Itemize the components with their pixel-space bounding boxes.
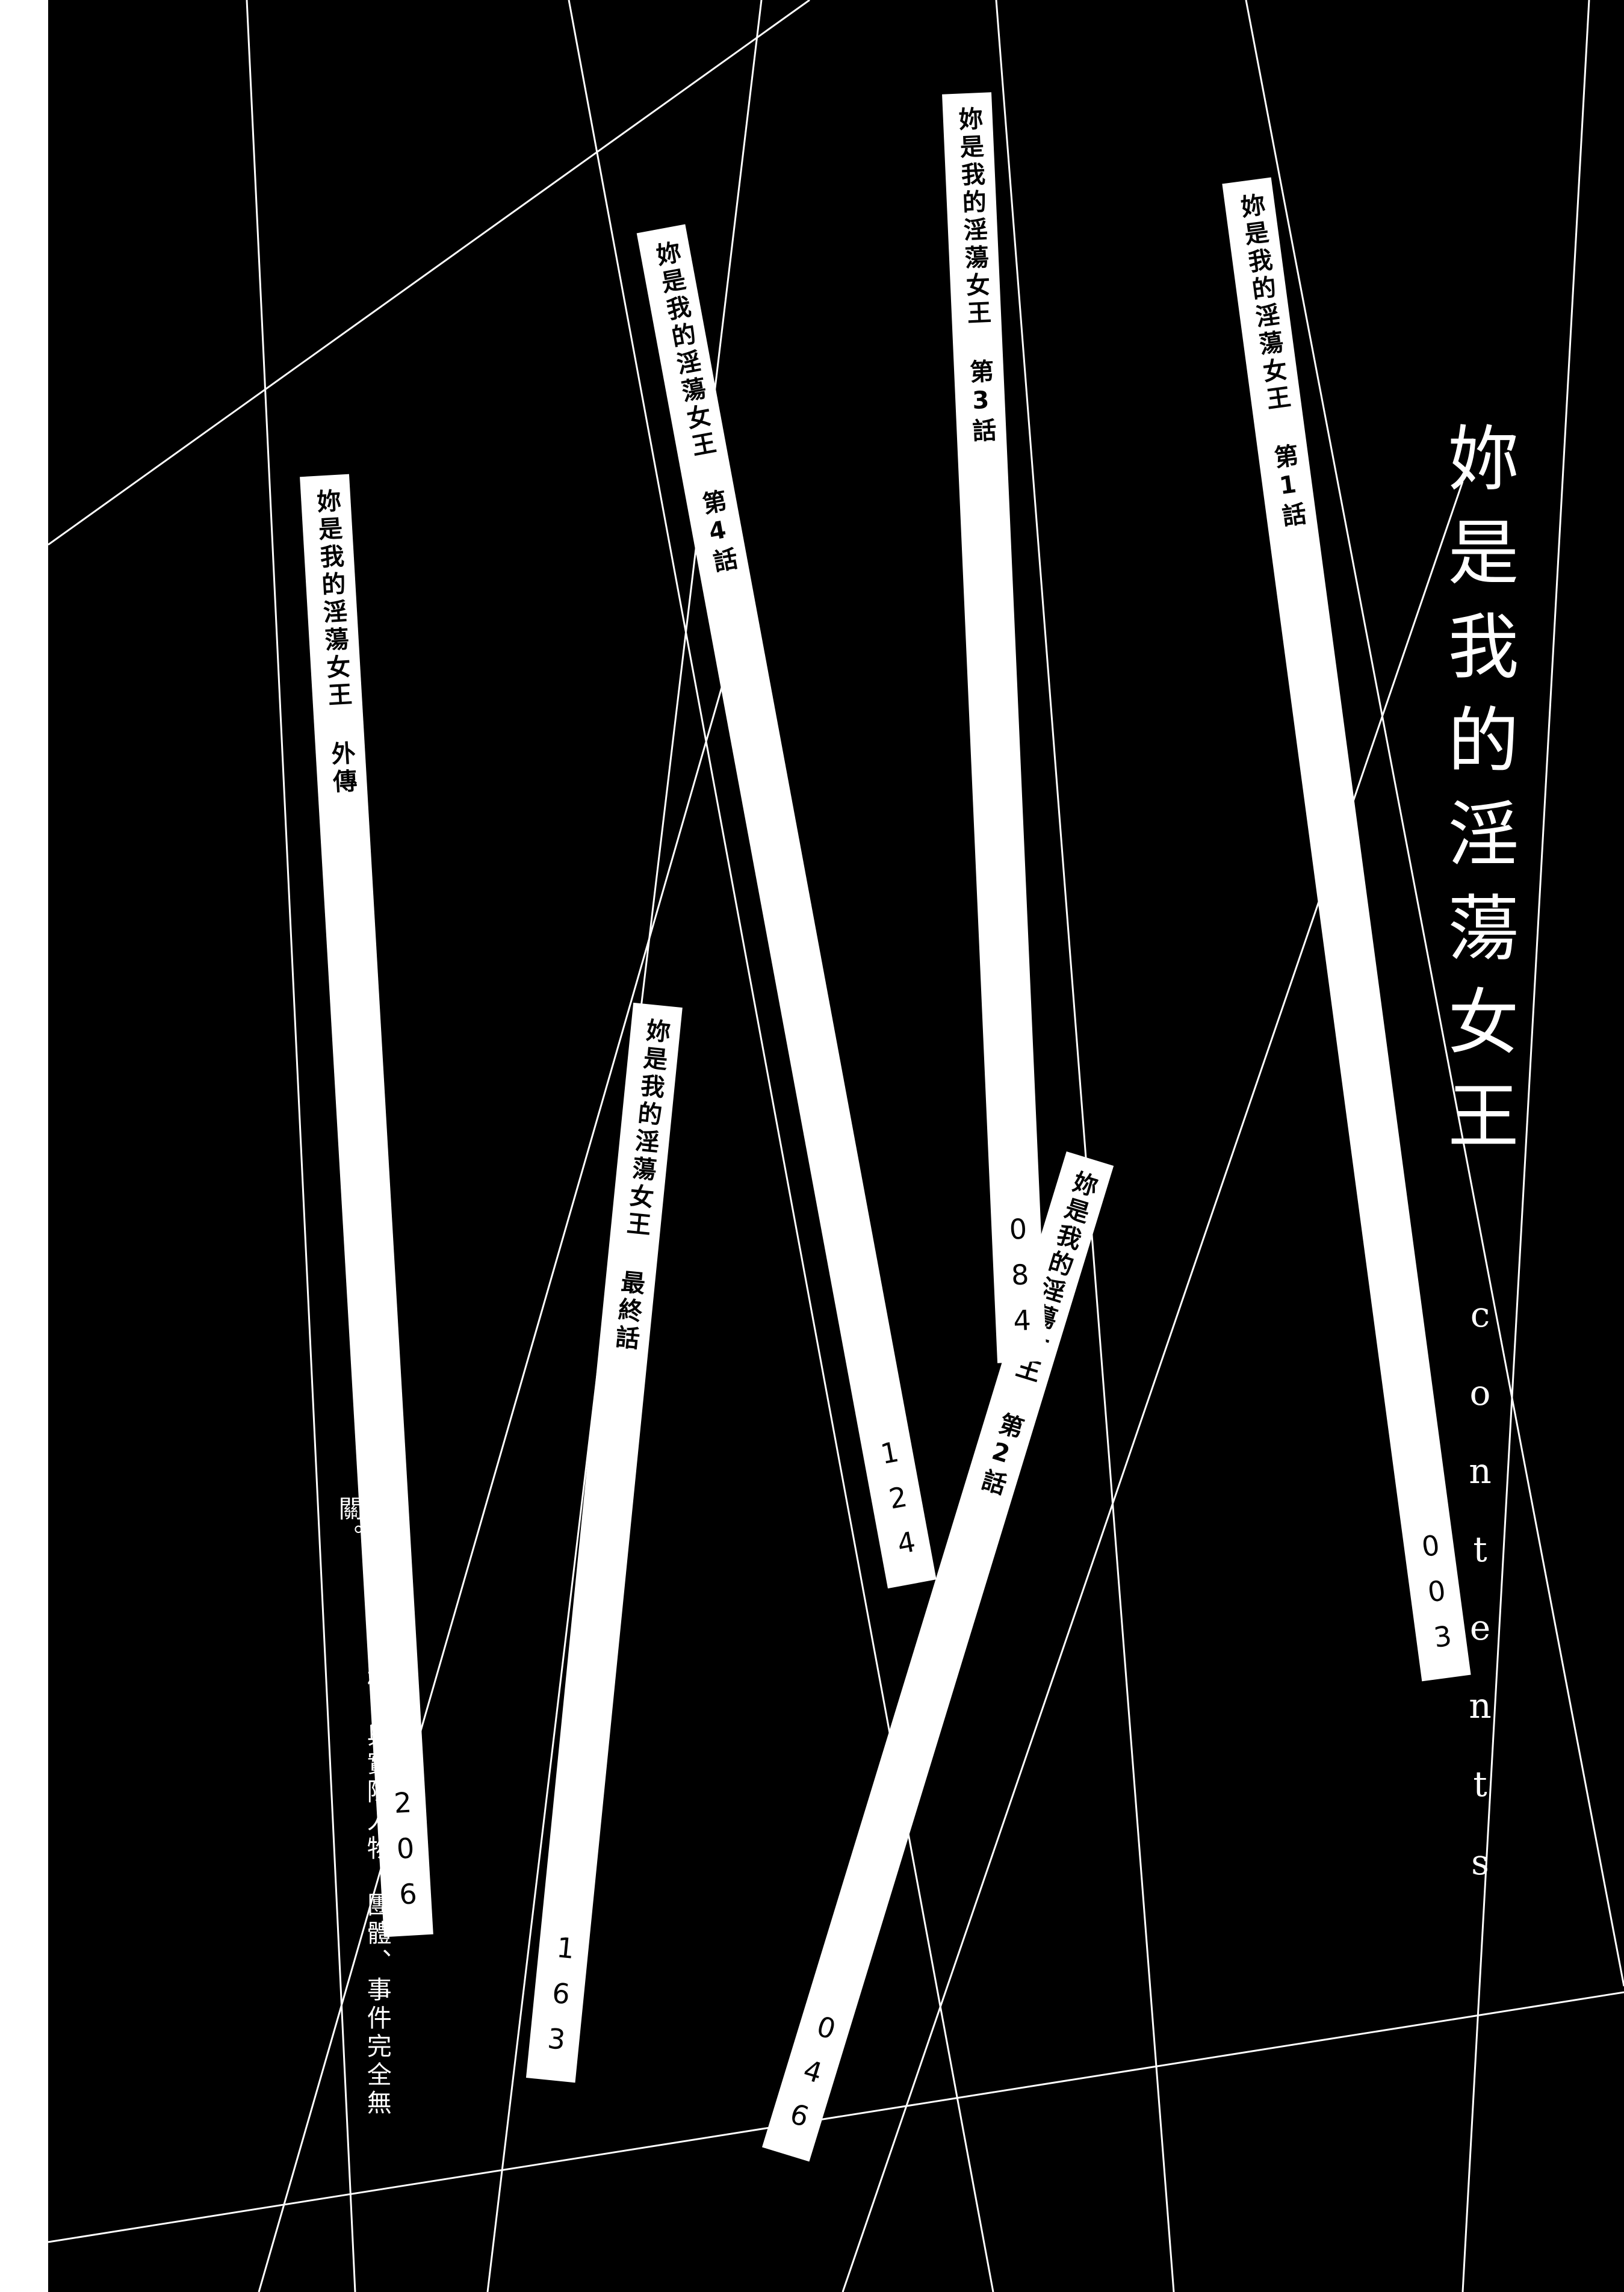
- deco-line: [995, 0, 1175, 2292]
- deco-line: [841, 481, 1464, 2292]
- deco-line: [48, 1991, 1624, 2243]
- deco-line: [1245, 0, 1624, 1987]
- deco-line: [258, 601, 748, 2292]
- deco-line: [246, 0, 356, 2292]
- deco-line: [568, 0, 994, 2292]
- book-title: 妳是我的淫蕩女王: [1436, 421, 1519, 1172]
- deco-line: [1461, 0, 1590, 2292]
- contents-heading: contents: [1460, 1294, 1501, 1920]
- deco-line: [48, 0, 810, 546]
- page-number: 084: [1001, 1212, 1040, 1351]
- chapter-title: 妳是我的淫蕩女王 第3話: [953, 105, 997, 447]
- page-number: 163: [537, 1930, 584, 2071]
- disclaimer-text: 本作品純屬虛構，與實際人物、團體、事件完全無關。: [334, 1496, 392, 2118]
